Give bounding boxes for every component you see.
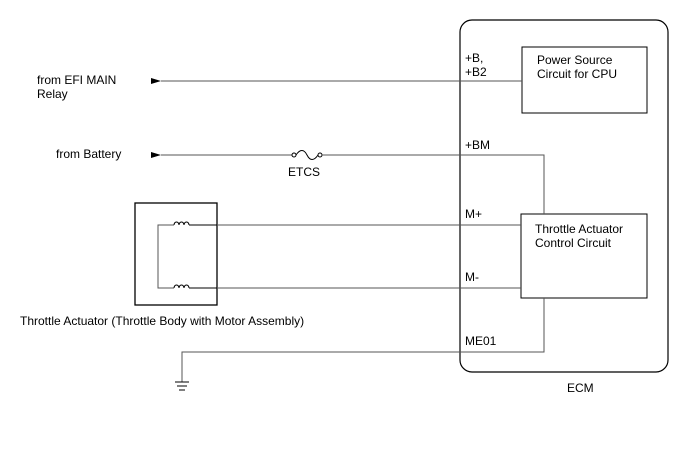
efi-main-relay-label-line2: Relay [37,87,68,101]
ground-icon [175,381,189,391]
me01-wire [181,298,545,382]
throttle-control-circuit-label-line2: Control Circuit [535,236,612,250]
ecm-label: ECM [567,381,594,395]
coil-top-icon [173,221,217,226]
power-source-circuit-label-line2: Circuit for CPU [537,67,617,81]
power-source-circuit-label-line1: Power Source [537,53,613,67]
fuse-terminal-left-icon [291,152,297,158]
efi-main-relay-label-line1: from EFI MAIN [37,73,116,87]
fuse-icon [295,150,319,160]
battery-wire-right [322,154,545,214]
pin-bm-label: +BM [465,138,490,152]
pin-m-plus-label: M+ [465,207,482,221]
throttle-control-circuit-label-line1: Throttle Actuator [535,222,623,236]
fuse-label: ETCS [288,165,320,179]
fuse-terminal-right-icon [317,152,323,158]
battery-label: from Battery [56,147,121,161]
throttle-control-circuit-box [520,213,648,299]
pin-b-label-line1: +B, [465,51,483,65]
efi-arrow-icon [151,78,161,84]
pin-me01-label: ME01 [465,334,497,348]
power-source-circuit-box [521,46,648,114]
actuator-internal-wire [157,224,174,289]
throttle-actuator-label: Throttle Actuator (Throttle Body with Mo… [20,314,304,328]
coil-bottom-icon [173,284,217,289]
ecm-box [459,19,669,373]
pin-b-label-line2: +B2 [465,65,487,79]
throttle-actuator-box [134,202,218,306]
pin-m-minus-label: M- [465,270,479,284]
battery-arrow-icon [151,152,161,158]
